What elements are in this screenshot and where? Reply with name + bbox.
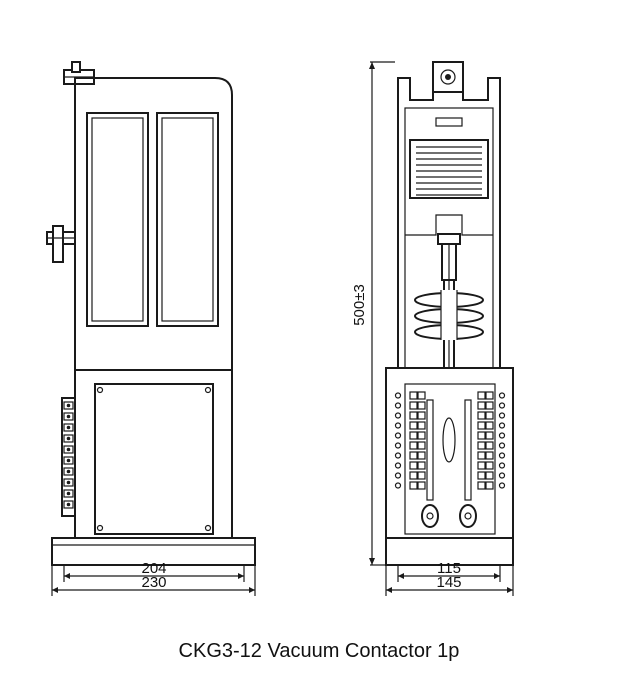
front-base-block bbox=[74, 369, 233, 539]
front-right-window bbox=[156, 112, 219, 327]
front-upper-housing bbox=[74, 77, 233, 371]
side-insulator bbox=[414, 233, 484, 369]
front-cover-plate bbox=[94, 383, 214, 535]
figure-caption: CKG3-12 Vacuum Contactor 1p bbox=[178, 640, 460, 662]
front-side-fitting bbox=[46, 225, 76, 263]
front-inner-width-label: 204 bbox=[141, 560, 166, 577]
side-mid-chamber bbox=[405, 214, 493, 236]
front-view: 204 230 bbox=[46, 61, 256, 596]
front-mounting-feet bbox=[51, 537, 256, 566]
side-coil-box bbox=[409, 117, 489, 199]
side-terminal-blocks bbox=[394, 383, 506, 535]
side-view: 115 145 500±3 bbox=[351, 61, 514, 596]
front-outer-width-label: 230 bbox=[141, 574, 166, 591]
side-inner-width-label: 115 bbox=[437, 560, 461, 577]
side-outer-width-label: 145 bbox=[436, 574, 461, 591]
side-dimension-lines bbox=[369, 61, 514, 596]
front-top-terminal bbox=[63, 61, 95, 85]
side-top-terminal bbox=[432, 61, 464, 93]
front-terminal-strip bbox=[61, 397, 76, 517]
front-left-window bbox=[86, 112, 149, 327]
front-dimension-lines bbox=[51, 566, 256, 596]
side-mounting-foot bbox=[385, 537, 514, 566]
height-label: 500±3 bbox=[351, 284, 368, 326]
